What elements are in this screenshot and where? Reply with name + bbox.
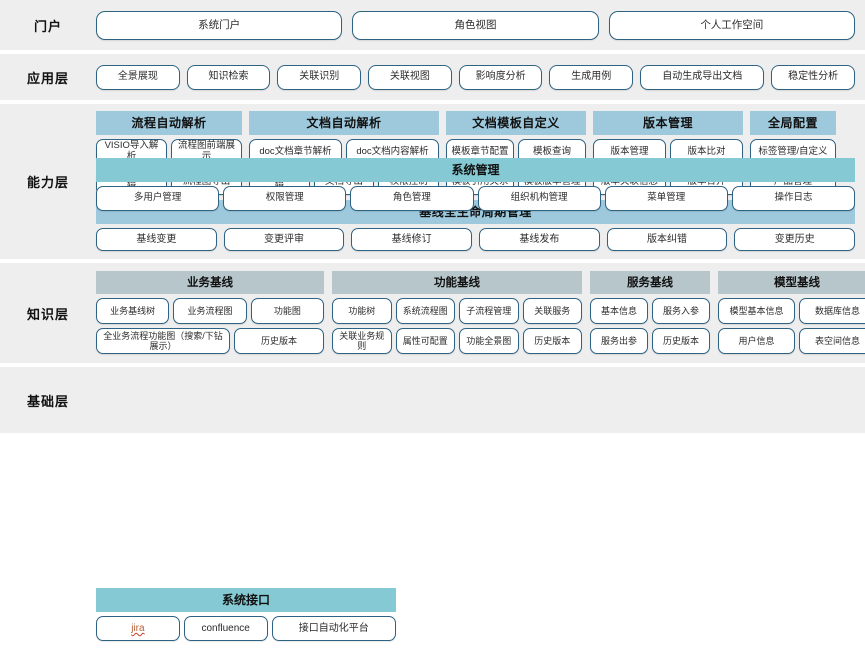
knowledge-item-1-1-0[interactable]: 关联业务规则 xyxy=(332,328,392,354)
capability-group-title-2: 文档模板自定义 xyxy=(446,111,586,135)
layer-label-application: 应用层 xyxy=(26,70,69,86)
application-item-1[interactable]: 知识检索 xyxy=(186,64,271,90)
knowledge-group-title-2: 服务基线 xyxy=(590,271,710,294)
portal-item-0[interactable]: 系统门户 xyxy=(96,10,343,40)
layer-body-capability: 流程自动解析 VISIO导入解析 流程图前端展示 流程图在线编辑 流程图导出 文… xyxy=(96,105,865,258)
knowledge-groups: 业务基线 业务基线树 业务流程图 功能图 全业务流程功能图（搜索/下钻展示） 历… xyxy=(96,271,865,354)
application-item-0[interactable]: 全景展现 xyxy=(96,64,180,90)
knowledge-group-title-0: 业务基线 xyxy=(96,271,324,294)
layer-label-capability: 能力层 xyxy=(26,175,69,190)
baseline-item-4[interactable]: 版本纠错 xyxy=(606,228,728,251)
knowledge-item-2-0-0[interactable]: 基本信息 xyxy=(590,298,648,324)
knowledge-item-0-1-0[interactable]: 全业务流程功能图（搜索/下钻展示） xyxy=(96,328,230,354)
knowledge-group-1-row-2: 关联业务规则 属性可配置 功能全景图 历史版本 xyxy=(332,328,582,354)
knowledge-item-3-0-1[interactable]: 数据库信息 xyxy=(799,298,865,324)
application-item-7[interactable]: 稳定性分析 xyxy=(771,64,856,90)
knowledge-item-1-1-3[interactable]: 历史版本 xyxy=(522,328,582,354)
knowledge-item-3-1-1[interactable]: 表空间信息 xyxy=(799,328,865,354)
application-item-3[interactable]: 关联视图 xyxy=(368,64,452,90)
jira-label: jira xyxy=(131,622,145,634)
knowledge-group-3-row-1: 模型基本信息 数据库信息 xyxy=(718,298,865,324)
baseline-lifecycle-items: 基线变更 变更评审 基线修订 基线发布 版本纠错 变更历史 xyxy=(96,228,856,251)
baseline-lifecycle-block: 基线全生命周期管理 基线变更 变更评审 基线修订 基线发布 版本纠错 变更历史 xyxy=(96,200,856,251)
foundation-item-1-0[interactable]: jira xyxy=(96,616,180,641)
knowledge-item-1-0-1[interactable]: 系统流程图 xyxy=(395,298,455,324)
knowledge-item-1-1-1[interactable]: 属性可配置 xyxy=(395,328,455,354)
foundation-item-1-1[interactable]: confluence xyxy=(183,616,268,641)
knowledge-item-0-0-0[interactable]: 业务基线树 xyxy=(96,298,170,324)
knowledge-item-1-1-2[interactable]: 功能全景图 xyxy=(459,328,519,354)
layer-body-application: 全景展现 知识检索 关联识别 关联视图 影响度分析 生成用例 自动生成导出文档 … xyxy=(96,58,865,97)
foundation-group-system-management: 系统管理 多用户管理 权限管理 角色管理 组织机构管理 菜单管理 操作日志 xyxy=(96,158,856,548)
capability-group-title-1: 文档自动解析 xyxy=(249,111,439,135)
baseline-item-0[interactable]: 基线变更 xyxy=(96,228,217,251)
baseline-item-1[interactable]: 变更评审 xyxy=(223,228,345,251)
capability-group-title-0: 流程自动解析 xyxy=(96,111,242,135)
knowledge-item-2-1-1[interactable]: 历史版本 xyxy=(652,328,710,354)
foundation-item-0-0[interactable]: 多用户管理 xyxy=(96,186,220,211)
foundation-group-1-items: jira confluence 接口自动化平台 xyxy=(96,616,396,641)
knowledge-item-3-1-0[interactable]: 用户信息 xyxy=(718,328,795,354)
foundation-item-0-5[interactable]: 操作日志 xyxy=(731,186,856,211)
knowledge-group-title-1: 功能基线 xyxy=(332,271,582,294)
foundation-item-0-4[interactable]: 菜单管理 xyxy=(604,186,728,211)
baseline-item-2[interactable]: 基线修订 xyxy=(351,228,473,251)
knowledge-group-business: 业务基线 业务基线树 业务流程图 功能图 全业务流程功能图（搜索/下钻展示） 历… xyxy=(96,271,324,354)
foundation-group-system-interface: 系统接口 jira confluence 接口自动化平台 xyxy=(96,588,396,641)
layer-label-knowledge: 知识层 xyxy=(26,306,69,322)
knowledge-item-1-0-2[interactable]: 子流程管理 xyxy=(459,298,519,324)
foundation-group-title-1: 系统接口 xyxy=(96,588,396,612)
capability-group-title-3: 版本管理 xyxy=(593,111,743,135)
knowledge-item-0-1-1[interactable]: 历史版本 xyxy=(234,328,324,354)
knowledge-item-0-0-1[interactable]: 业务流程图 xyxy=(173,298,247,324)
application-item-6[interactable]: 自动生成导出文档 xyxy=(640,64,765,90)
capability-group-title-4: 全局配置 xyxy=(750,111,836,135)
layer-body-portal: 系统门户 角色视图 个人工作空间 xyxy=(96,4,865,47)
knowledge-group-0-row-2: 全业务流程功能图（搜索/下钻展示） 历史版本 xyxy=(96,328,324,354)
foundation-item-0-3[interactable]: 组织机构管理 xyxy=(477,186,601,211)
knowledge-group-3-row-2: 用户信息 表空间信息 xyxy=(718,328,865,354)
knowledge-group-service: 服务基线 基本信息 服务入参 服务出参 历史版本 xyxy=(590,271,710,354)
layer-body-foundation: 系统管理 多用户管理 权限管理 角色管理 组织机构管理 菜单管理 操作日志 系统… xyxy=(96,152,865,648)
baseline-lifecycle-title: 基线全生命周期管理 xyxy=(96,200,855,224)
knowledge-item-2-0-1[interactable]: 服务入参 xyxy=(652,298,710,324)
knowledge-item-0-0-2[interactable]: 功能图 xyxy=(250,298,324,324)
baseline-item-3[interactable]: 基线发布 xyxy=(479,228,600,251)
application-item-5[interactable]: 生成用例 xyxy=(549,64,634,90)
layer-label-foundation: 基础层 xyxy=(26,393,69,409)
knowledge-group-2-row-1: 基本信息 服务入参 xyxy=(590,298,710,324)
layer-band-portal: 门户 系统门户 角色视图 个人工作空间 xyxy=(0,0,865,50)
knowledge-group-0-row-1: 业务基线树 业务流程图 功能图 xyxy=(96,298,324,324)
knowledge-group-1-row-1: 功能树 系统流程图 子流程管理 关联服务 xyxy=(332,298,582,324)
knowledge-item-1-0-0[interactable]: 功能树 xyxy=(332,298,392,324)
application-item-2[interactable]: 关联识别 xyxy=(277,64,362,90)
layer-label-portal: 门户 xyxy=(33,18,62,34)
foundation-item-1-2[interactable]: 接口自动化平台 xyxy=(271,616,396,641)
baseline-item-5[interactable]: 变更历史 xyxy=(734,228,856,251)
knowledge-group-function: 功能基线 功能树 系统流程图 子流程管理 关联服务 关联业务规则 属性可配置 功… xyxy=(332,271,582,354)
portal-item-2[interactable]: 个人工作空间 xyxy=(608,10,855,40)
portal-item-1[interactable]: 角色视图 xyxy=(352,10,599,40)
layer-body-knowledge: 业务基线 业务基线树 业务流程图 功能图 全业务流程功能图（搜索/下钻展示） 历… xyxy=(96,265,865,361)
knowledge-group-model: 模型基线 模型基本信息 数据库信息 用户信息 表空间信息 xyxy=(718,271,865,354)
foundation-group-title-0: 系统管理 xyxy=(96,158,855,182)
foundation-item-0-2[interactable]: 角色管理 xyxy=(350,186,474,211)
application-items-row: 全景展现 知识检索 关联识别 关联视图 影响度分析 生成用例 自动生成导出文档 … xyxy=(96,64,856,90)
knowledge-item-1-0-3[interactable]: 关联服务 xyxy=(522,298,582,324)
knowledge-group-title-3: 模型基线 xyxy=(718,271,865,294)
knowledge-item-2-1-0[interactable]: 服务出参 xyxy=(590,328,648,354)
layer-band-application: 应用层 全景展现 知识检索 关联识别 关联视图 影响度分析 生成用例 自动生成导… xyxy=(0,54,865,100)
application-item-4[interactable]: 影响度分析 xyxy=(458,64,543,90)
portal-items-row: 系统门户 角色视图 个人工作空间 xyxy=(96,10,855,40)
layer-band-knowledge: 知识层 业务基线 业务基线树 业务流程图 功能图 全业务流程功能图（搜索/下钻展… xyxy=(0,263,865,363)
knowledge-group-2-row-2: 服务出参 历史版本 xyxy=(590,328,710,354)
layer-band-foundation: 基础层 系统管理 多用户管理 权限管理 角色管理 组织机构管理 菜单管理 操作日… xyxy=(0,158,865,641)
foundation-group-0-items: 多用户管理 权限管理 角色管理 组织机构管理 菜单管理 操作日志 xyxy=(96,186,856,211)
foundation-item-0-1[interactable]: 权限管理 xyxy=(223,186,347,211)
knowledge-item-3-0-0[interactable]: 模型基本信息 xyxy=(718,298,795,324)
